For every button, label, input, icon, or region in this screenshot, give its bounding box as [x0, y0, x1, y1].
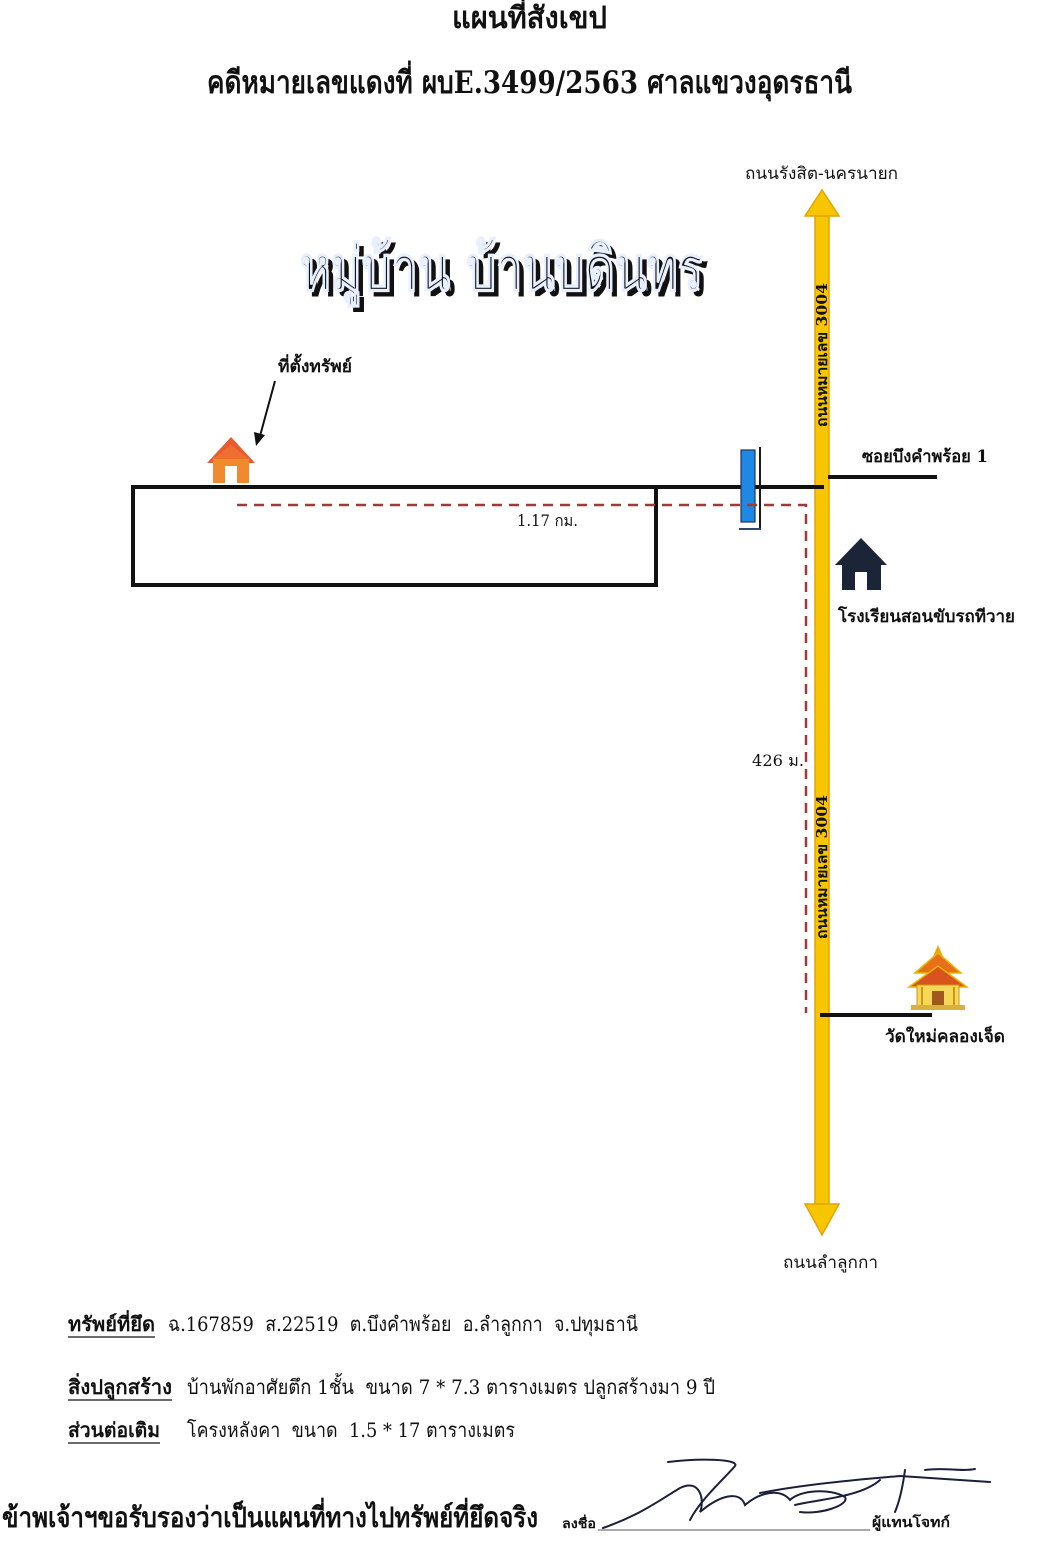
pointer-arrow-head [254, 432, 265, 446]
building-label: สิ่งปลูกสร้าง [68, 1372, 172, 1401]
signature-stroke-2 [602, 1484, 847, 1529]
main-road-3004: ถนนหมายเลข 3004 ถนนหมายเลข 3004 [803, 188, 841, 1237]
seized-property-label: ทรัพย์ที่ยึด [68, 1309, 155, 1336]
road-north-label: ถนนรังสิต-นครนายก [745, 164, 898, 184]
signer-role: ผู้แทนโจทก์ [872, 1513, 950, 1531]
school-house-shape [835, 538, 887, 590]
village-boundary [131, 485, 658, 587]
seized-property-value: ฉ.167859 ส.22519 ต.บึงคำพร้อย อ.ลำลูกกา … [168, 1312, 638, 1337]
village-name-group: หมู่บ้าน บ้านบดินทร หมู่บ้าน บ้านบดินทร [299, 231, 708, 312]
property-location-label: ที่ตั้งทรัพย์ [278, 353, 352, 377]
property-house-gable [213, 445, 249, 459]
route-dashed-line [237, 503, 808, 1013]
house-icon [835, 538, 887, 590]
temple-door [932, 991, 944, 1006]
signature-stroke-5 [894, 1469, 906, 1513]
house-icon [207, 437, 255, 483]
soi-label: ซอยบึงคำพร้อย 1 [862, 447, 988, 467]
village-name-shadow: หมู่บ้าน บ้านบดินทร [305, 237, 708, 312]
property-house-door [225, 466, 237, 483]
distance-horizontal-label: 1.17 กม. [517, 511, 578, 530]
temple-label: วัดใหม่คลองเจ็ด [885, 1024, 1005, 1047]
village-name: หมู่บ้าน บ้านบดินทร [300, 232, 703, 307]
temple-roof-lower [906, 965, 970, 988]
gate-marker-bar [740, 449, 756, 523]
case-number-line: คดีหมายเลขแดงที่ ผบE.3499/2563 ศาลแขวงอุ… [207, 60, 852, 102]
school-label: โรงเรียนสอนขับรถทีวาย [837, 606, 1015, 627]
building-value: บ้านพักอาศัยตึก 1ชั้น ขนาด 7 * 7.3 ตาราง… [187, 1373, 715, 1400]
road-arrow-south-icon [803, 1203, 841, 1237]
signature-stroke-3 [794, 1479, 881, 1506]
distance-vertical-label: 426 ม. [752, 751, 804, 770]
signature-stroke-4 [759, 1474, 991, 1494]
certification-statement: ข้าพเจ้าฯขอรับรองว่าเป็นแผนที่ทางไปทรัพย… [2, 1497, 538, 1534]
school-house-door [855, 572, 867, 590]
certification: ข้าพเจ้าฯขอรับรองว่าเป็นแผนที่ทางไปทรัพย… [2, 1458, 991, 1534]
road-south-label: ถนนลำลูกกา [783, 1253, 878, 1273]
road-number-label-lower: ถนนหมายเลข 3004 [813, 795, 831, 939]
pointer-arrow-shaft [259, 380, 276, 437]
extension-label: ส่วนต่อเติม [68, 1418, 160, 1442]
arrow-icon [254, 380, 276, 446]
temple-icon [906, 945, 970, 1010]
signature [602, 1458, 991, 1529]
extension-value: โครงหลังคา ขนาด 1.5 * 17 ตารางเมตร [187, 1418, 515, 1442]
signature-stroke-6 [924, 1468, 976, 1471]
road-number-label-upper: ถนนหมายเลข 3004 [813, 283, 831, 427]
road-arrow-north-icon [803, 188, 841, 217]
page-title: แผนที่สังเขป [452, 0, 607, 36]
property-details: ทรัพย์ที่ยึด ฉ.167859 ส.22519 ต.บึงคำพร้… [68, 1309, 715, 1444]
sign-label: ลงชื่อ [562, 1514, 596, 1532]
temple-base [911, 1005, 965, 1010]
